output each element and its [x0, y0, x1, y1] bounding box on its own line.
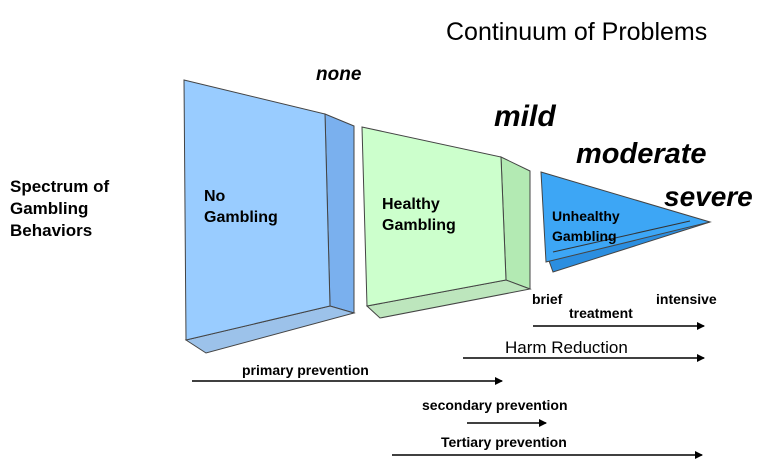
secondary-prevention-label: secondary prevention — [422, 397, 568, 413]
no-gambling-front — [183, 79, 331, 341]
severity-moderate: moderate — [576, 138, 707, 170]
no-gambling-label: No Gambling — [204, 186, 278, 228]
no-gambling-block — [183, 79, 356, 354]
severity-mild: mild — [494, 100, 556, 133]
healthy-gambling-label-line-1: Healthy — [382, 196, 440, 213]
unhealthy-gambling-front — [540, 171, 712, 263]
unhealthy-inner-line — [552, 220, 691, 253]
healthy-gambling-label: Healthy Gambling — [382, 194, 456, 236]
healthy-gambling-front — [361, 126, 507, 307]
tertiary-prevention-label: Tertiary prevention — [441, 434, 567, 450]
spectrum-label-line-3: Behaviors — [10, 221, 93, 240]
treatment-intensive-label: intensive — [656, 291, 717, 307]
no-gambling-label-line-2: Gambling — [204, 209, 278, 226]
treatment-label: treatment — [569, 305, 633, 321]
spectrum-label-line-2: Gambling — [10, 199, 89, 218]
spectrum-label-line-1: Spectrum of — [10, 177, 110, 196]
healthy-gambling-label-line-2: Gambling — [382, 217, 456, 234]
harm-reduction-label: Harm Reduction — [505, 338, 628, 357]
unhealthy-gambling-label: Unhealthy Gambling — [552, 206, 620, 246]
unhealthy-gambling-wedge — [540, 171, 712, 273]
spectrum-label: Spectrum of Gambling Behaviors — [10, 176, 109, 242]
healthy-gambling-block — [361, 126, 532, 319]
primary-prevention-label: primary prevention — [242, 362, 369, 378]
unhealthy-gambling-label-line-1: Unhealthy — [552, 208, 620, 224]
severity-none: none — [316, 64, 362, 85]
no-gambling-label-line-1: No — [204, 188, 226, 205]
unhealthy-gambling-label-line-2: Gambling — [552, 228, 617, 244]
diagram-title: Continuum of Problems — [446, 18, 708, 46]
treatment-brief-label: brief — [532, 291, 563, 307]
severity-severe: severe — [664, 181, 753, 212]
